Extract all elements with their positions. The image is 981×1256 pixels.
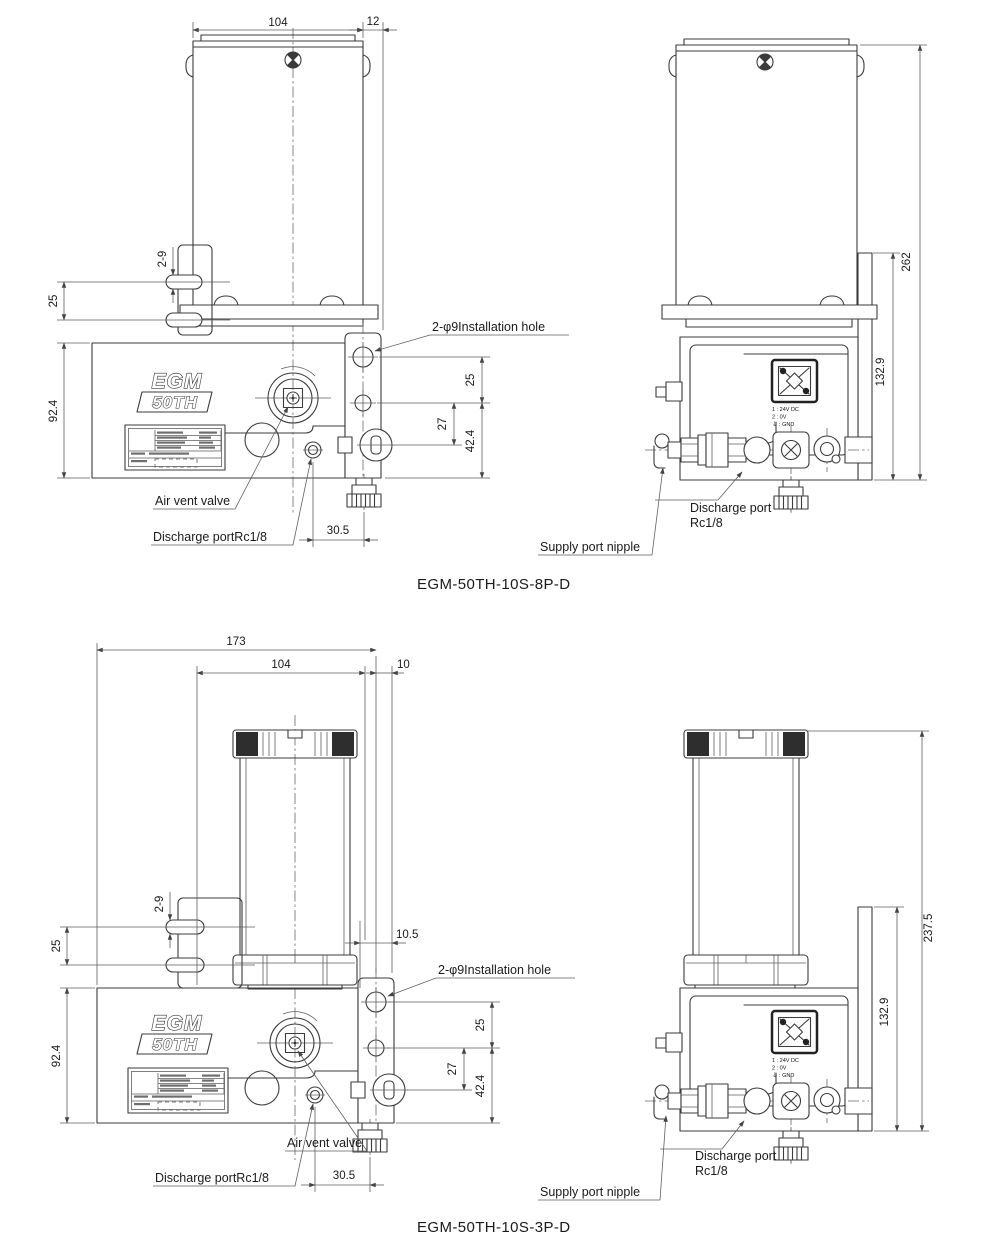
- dim-132-9: 132.9: [875, 358, 887, 387]
- dim-92-4: 92.4: [51, 1044, 63, 1067]
- dim-25-left: 25: [51, 940, 63, 953]
- figure-caption-8p: EGM-50TH-10S-8P-D: [417, 576, 571, 593]
- side-dimensions-8p: 262 132.9 Discharge port Rc1/8 Supply po…: [538, 44, 927, 556]
- reservoir-tank-side: [675, 44, 858, 306]
- dim-173: 173: [226, 636, 245, 648]
- reservoir-tank-side: [692, 757, 800, 956]
- dim-25-right: 25: [475, 1019, 487, 1032]
- dim-25-right: 25: [465, 374, 477, 387]
- dim-104: 104: [271, 659, 291, 671]
- dim-30-5: 30.5: [333, 1170, 355, 1182]
- reservoir-tank-front: [192, 40, 364, 306]
- dim-10-5: 10.5: [396, 929, 418, 941]
- label-supply-port: Supply port nipple: [540, 540, 640, 554]
- label-discharge-port: Discharge portRc1/8: [153, 530, 267, 544]
- dim-27: 27: [447, 1063, 459, 1076]
- dim-27: 27: [437, 418, 449, 431]
- label-air-vent-valve: Air vent valve: [155, 494, 230, 508]
- dim-2-9: 2-9: [154, 896, 166, 913]
- figure-8p-d: 104 12 2-9 25 92.4 25 27 42.4 30.5: [48, 16, 927, 593]
- dim-12: 12: [367, 16, 380, 28]
- front-dimensions-3p: 173 104 10 10.5 2-9 25 92.4 25 27: [51, 636, 575, 1192]
- dim-25-left: 25: [48, 295, 60, 308]
- dim-237-5: 237.5: [923, 914, 935, 943]
- hook-plate: [177, 897, 243, 989]
- label-discharge-side-2: Rc1/8: [690, 516, 723, 530]
- dim-42-4: 42.4: [475, 1074, 487, 1097]
- dim-262: 262: [901, 252, 913, 271]
- front-dimensions-8p: 104 12 2-9 25 92.4 25 27 42.4 30.5: [48, 16, 569, 547]
- dim-42-4: 42.4: [465, 429, 477, 452]
- dim-30-5: 30.5: [327, 525, 349, 537]
- side-view-8p: [645, 38, 878, 514]
- dim-104: 104: [268, 17, 288, 29]
- figure-3p-d: 173 104 10 10.5 2-9 25 92.4 25 27: [51, 636, 935, 1236]
- label-supply-port: Supply port nipple: [540, 1185, 640, 1199]
- side-dimensions-3p: 237.5 132.9 Discharge port Rc1/8 Supply …: [538, 730, 935, 1201]
- front-view-8p: [57, 28, 396, 515]
- label-discharge-side-1: Discharge port: [695, 1149, 777, 1163]
- label-discharge-side-2: Rc1/8: [695, 1164, 728, 1178]
- side-view-3p: [645, 729, 872, 1165]
- label-installation-hole: 2-φ9Installation hole: [432, 320, 545, 334]
- dim-92-4: 92.4: [48, 399, 60, 422]
- label-air-vent-valve: Air vent valve: [287, 1136, 362, 1150]
- dim-132-9: 132.9: [879, 998, 891, 1027]
- dim-2-9: 2-9: [157, 251, 169, 268]
- label-discharge-port: Discharge portRc1/8: [155, 1171, 269, 1185]
- hook-plate: [177, 244, 213, 336]
- front-view-3p: [60, 715, 409, 1160]
- label-installation-hole: 2-φ9Installation hole: [438, 963, 551, 977]
- dim-10: 10: [397, 659, 410, 671]
- label-discharge-side-1: Discharge port: [690, 501, 772, 515]
- figure-caption-3p: EGM-50TH-10S-3P-D: [417, 1219, 571, 1236]
